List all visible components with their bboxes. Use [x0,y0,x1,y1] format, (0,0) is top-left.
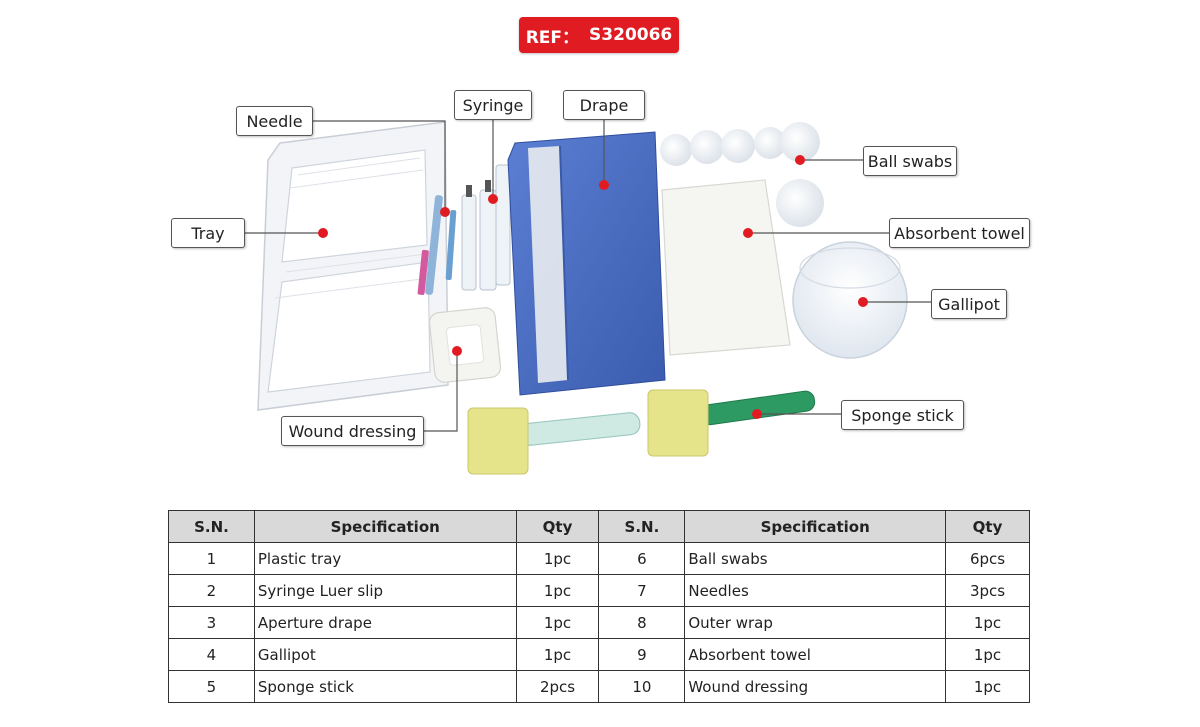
table-row: 5 Sponge stick 2pcs 10 Wound dressing 1p… [168,670,1030,703]
wound-dressing-marker [452,346,462,356]
cell-specification: Gallipot [253,638,517,671]
tray-item [257,121,449,411]
ball-swabs-marker [795,155,805,165]
cell-sn: 9 [598,638,686,671]
cell-qty: 1pc [515,574,600,607]
tray-callout: Tray [171,218,245,248]
cell-specification: Absorbent towel [684,638,947,671]
cell-qty: 1pc [945,670,1030,703]
absorbent-towel-marker [743,228,753,238]
ref-label: REF： [525,27,580,48]
cell-qty: 1pc [945,606,1030,639]
ref-code: S320066 [589,25,673,45]
header-sn: S.N. [168,510,255,543]
cell-specification: Ball swabs [684,542,947,575]
cell-sn: 5 [168,670,255,703]
table-row: 2 Syringe Luer slip 1pc 7 Needles 3pcs [168,574,1030,607]
cell-specification: Aperture drape [253,606,517,639]
cell-qty: 1pc [945,638,1030,671]
header-qty: Qty [945,510,1030,543]
cell-sn: 7 [598,574,686,607]
cell-sn: 1 [168,542,255,575]
ball-swabs-callout: Ball swabs [863,146,957,176]
sponge-sticks-item [467,389,816,475]
specification-table: S.N. Specification Qty S.N. Specificatio… [168,510,1030,703]
needle-leader [313,120,446,210]
header-specification: Specification [253,510,517,543]
cell-specification: Syringe Luer slip [253,574,517,607]
tray-marker [318,228,328,238]
markers [318,155,868,419]
absorbent-towel-item [661,179,791,356]
cell-qty: 2pcs [515,670,600,703]
header-specification: Specification [684,510,947,543]
needles-item [417,195,457,295]
kit-illustration [245,118,931,475]
table-row: 1 Plastic tray 1pc 6 Ball swabs 6pcs [168,542,1030,575]
ref-badge: REF： S320066 [519,17,679,53]
gallipot-marker [858,297,868,307]
wound-dressing-leader [424,351,458,432]
cell-specification: Sponge stick [253,670,517,703]
cell-specification: Wound dressing [684,670,947,703]
drape-item [507,131,666,396]
needle-callout: Needle [236,106,313,136]
header-sn: S.N. [598,510,686,543]
ball-swabs-item [660,122,824,227]
cell-qty: 1pc [515,606,600,639]
cell-sn: 2 [168,574,255,607]
cell-sn: 8 [598,606,686,639]
header-qty: Qty [515,510,600,543]
cell-sn: 10 [598,670,686,703]
cell-specification: Plastic tray [253,542,517,575]
syringe-callout: Syringe [454,90,532,120]
syringes-item [461,164,511,291]
cell-qty: 1pc [515,542,600,575]
wound-dressing-item [428,307,502,383]
table-row: 4 Gallipot 1pc 9 Absorbent towel 1pc [168,638,1030,671]
syringe-marker [488,194,498,204]
table-row: 3 Aperture drape 1pc 8 Outer wrap 1pc [168,606,1030,639]
cell-sn: 4 [168,638,255,671]
cell-qty: 3pcs [945,574,1030,607]
wound-dressing-callout: Wound dressing [281,416,424,446]
cell-sn: 6 [598,542,686,575]
leader-lines [245,118,931,432]
needle-marker [440,207,450,217]
cell-sn: 3 [168,606,255,639]
absorbent-towel-callout: Absorbent towel [889,218,1030,248]
drape-marker [599,180,609,190]
gallipot-callout: Gallipot [931,289,1007,319]
cell-specification: Needles [684,574,947,607]
drape-callout: Drape [563,90,645,120]
sponge-stick-marker [752,409,762,419]
table-header-row: S.N. Specification Qty S.N. Specificatio… [168,510,1030,543]
cell-specification: Outer wrap [684,606,947,639]
sponge-stick-callout: Sponge stick [841,400,964,430]
cell-qty: 6pcs [945,542,1030,575]
cell-qty: 1pc [515,638,600,671]
gallipot-item [792,241,908,359]
